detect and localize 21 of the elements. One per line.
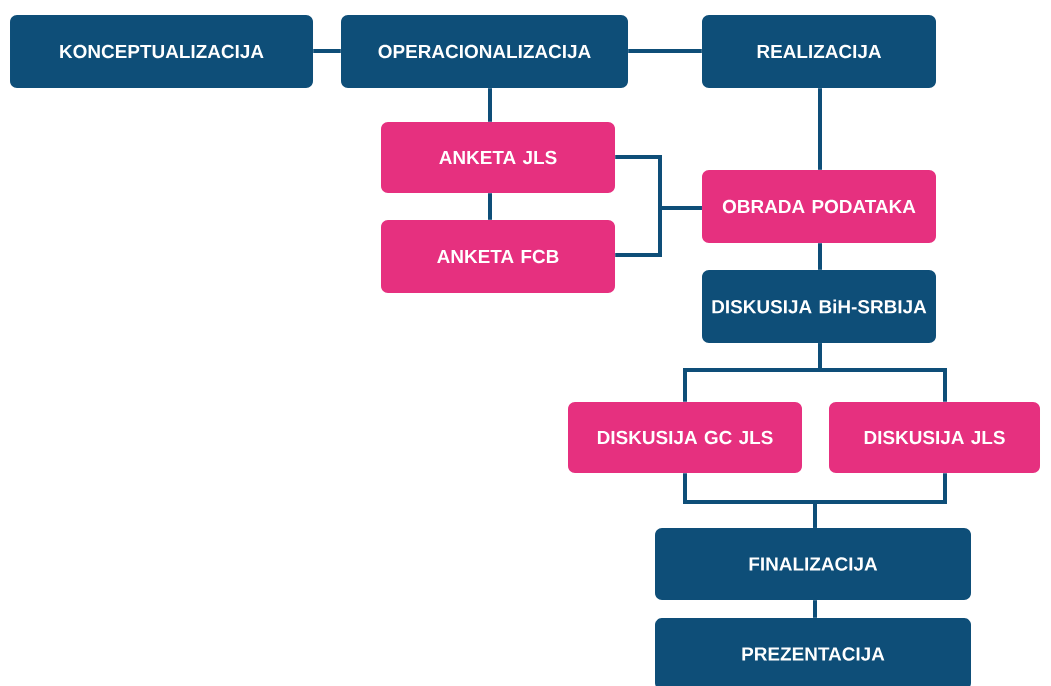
- task-box: DISKUSIJA JLS: [829, 402, 1040, 473]
- connector-line: [615, 206, 702, 257]
- process-box: DISKUSIJA BiH-SRBIJA: [702, 270, 936, 343]
- connector-line: [818, 243, 822, 270]
- connector-line: [313, 49, 341, 53]
- process-box: REALIZACIJA: [702, 15, 936, 88]
- task-box: OBRADA PODATAKA: [702, 170, 936, 243]
- task-box: ANKETA JLS: [381, 122, 615, 193]
- connector-line: [818, 343, 947, 402]
- connector-line: [813, 600, 817, 618]
- connector-line: [813, 473, 947, 528]
- connector-line: [628, 49, 702, 53]
- process-box: KONCEPTUALIZACIJA: [10, 15, 313, 88]
- connector-line: [818, 88, 822, 170]
- process-box: PREZENTACIJA: [655, 618, 971, 686]
- process-box: OPERACIONALIZACIJA: [341, 15, 628, 88]
- process-box: FINALIZACIJA: [655, 528, 971, 600]
- task-box: ANKETA FCB: [381, 220, 615, 293]
- connector-line: [488, 193, 492, 220]
- connector-line: [488, 88, 492, 122]
- task-box: DISKUSIJA GC JLS: [568, 402, 802, 473]
